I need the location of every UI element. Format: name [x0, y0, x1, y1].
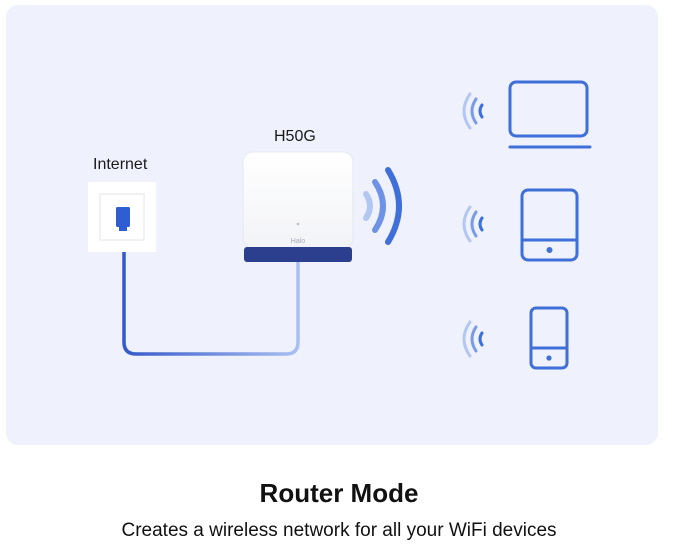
wifi-signal-icon — [462, 205, 484, 243]
wifi-signal-icon — [363, 167, 402, 245]
laptop-icon — [508, 80, 592, 149]
mode-subtitle: Creates a wireless network for all your … — [121, 520, 557, 541]
phone-icon — [529, 306, 569, 370]
mesh-router-icon — [242, 151, 354, 262]
wifi-signal-icon — [462, 92, 484, 130]
internet-label: Internet — [93, 156, 148, 173]
tablet-icon — [520, 188, 579, 262]
ethernet-port-icon — [88, 182, 156, 252]
wifi-signal-icon — [462, 320, 484, 358]
ethernet-cable — [122, 223, 300, 356]
mode-title: Router Mode — [259, 478, 419, 508]
router-brand-label: Halo — [291, 238, 306, 245]
device-label: H50G — [274, 128, 316, 145]
